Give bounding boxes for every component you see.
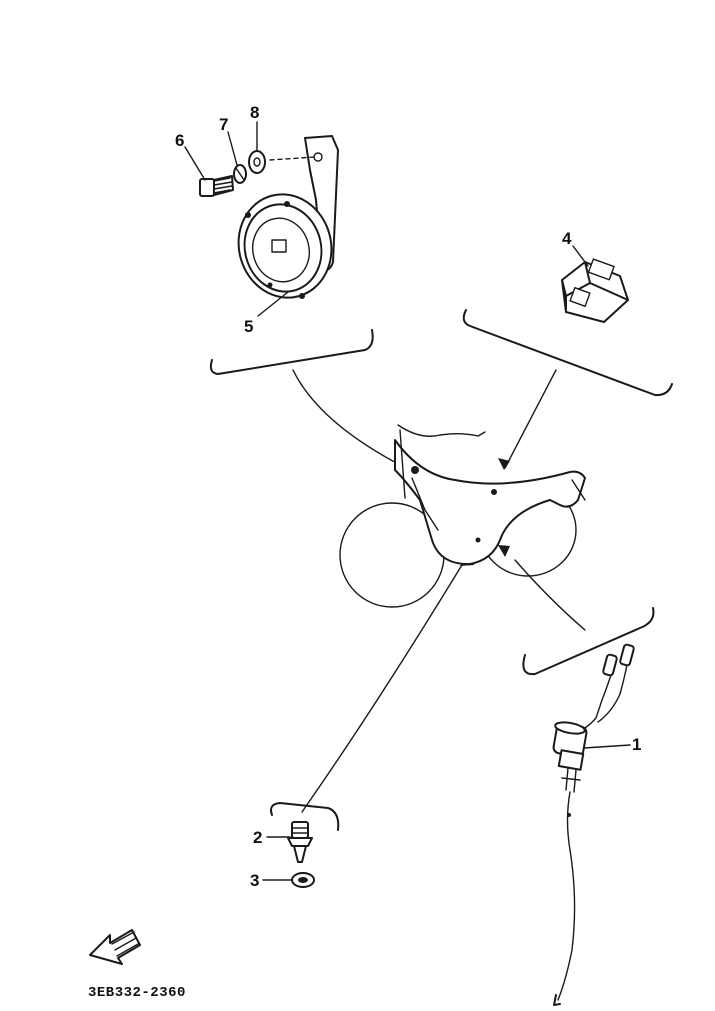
callout-8: 8 xyxy=(250,103,259,122)
callout-5: 5 xyxy=(244,317,253,336)
callout-4: 4 xyxy=(562,229,572,248)
leader-line-relay xyxy=(504,369,557,469)
washer-part-3 xyxy=(291,872,315,888)
screw-part-2 xyxy=(287,821,313,863)
washer-part-8 xyxy=(248,150,266,174)
relay-connector-part-4 xyxy=(561,258,629,323)
callout-6: 6 xyxy=(175,131,184,150)
leader-line-horn xyxy=(292,369,411,471)
switch-part-1 xyxy=(552,643,635,1006)
front-direction-arrow-icon xyxy=(89,929,141,965)
bolt-part-6 xyxy=(199,175,234,197)
drawing-code: 3EB332-2360 xyxy=(88,985,186,1001)
callout-7: 7 xyxy=(219,115,228,134)
callout-2: 2 xyxy=(253,828,262,847)
group-bracket-right xyxy=(462,309,673,397)
lock-washer-part-7 xyxy=(233,164,247,184)
group-bracket-bottom xyxy=(270,802,340,831)
callout-3: 3 xyxy=(250,871,259,890)
horn-assembly xyxy=(237,135,339,299)
leader-line-bottom xyxy=(301,554,469,813)
frame-outline xyxy=(339,424,586,608)
group-bracket-lower-right xyxy=(522,607,655,676)
group-bracket-left xyxy=(209,329,374,375)
callout-1: 1 xyxy=(632,735,641,754)
leader-line-lower xyxy=(514,559,586,631)
